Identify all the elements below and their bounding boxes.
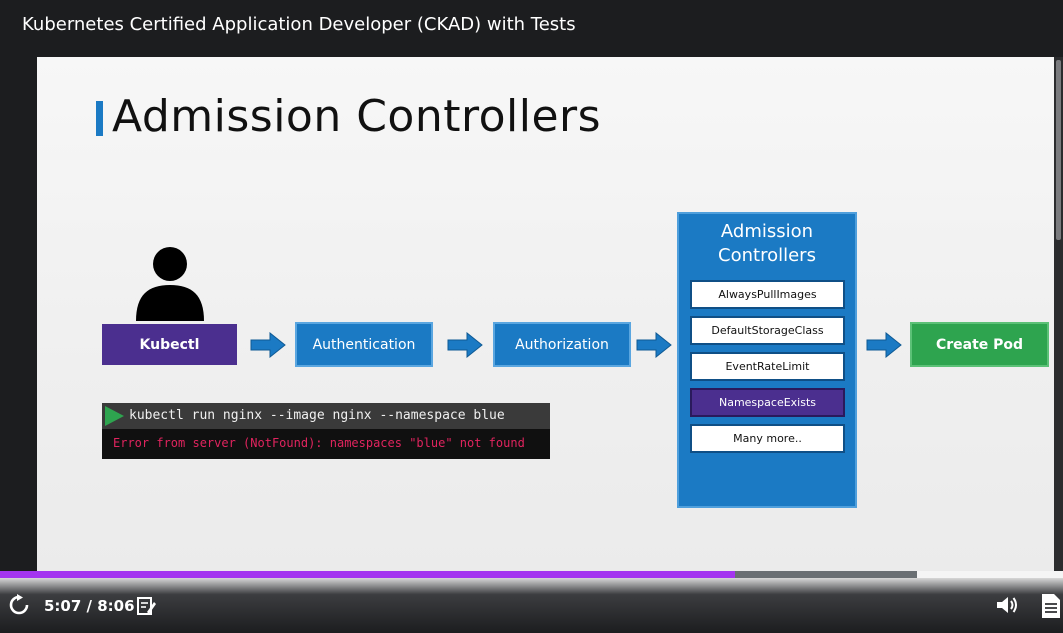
admission-panel-title: Admission Controllers bbox=[718, 221, 816, 266]
notes-icon[interactable] bbox=[137, 596, 157, 616]
player-controls: 5:07 / 8:06 bbox=[0, 578, 1063, 633]
arrow-right-icon bbox=[866, 332, 902, 358]
scrollbar-thumb[interactable] bbox=[1056, 60, 1061, 240]
progress-played bbox=[0, 571, 735, 578]
video-letterbox-left bbox=[0, 57, 37, 572]
slide-title: Admission Controllers bbox=[112, 91, 602, 142]
controller-item-many-more: Many more.. bbox=[690, 424, 845, 453]
arrow-right-icon bbox=[250, 332, 286, 358]
title-accent-bar bbox=[96, 101, 103, 136]
kubectl-box: Kubectl bbox=[102, 324, 237, 365]
video-slide[interactable]: Admission Controllers Kubectl Authentica… bbox=[37, 57, 1054, 572]
prompt-play-icon bbox=[105, 406, 124, 426]
transcript-icon[interactable] bbox=[1041, 593, 1061, 619]
scrollbar[interactable] bbox=[1054, 57, 1063, 572]
controller-item-alwayspullimages: AlwaysPullImages bbox=[690, 280, 845, 309]
person-icon bbox=[136, 247, 204, 321]
terminal-command: kubectl run nginx --image nginx --namesp… bbox=[129, 408, 505, 423]
replay-icon[interactable] bbox=[8, 594, 30, 616]
authorization-box: Authorization bbox=[493, 322, 631, 367]
volume-icon[interactable] bbox=[995, 594, 1019, 616]
terminal-output: kubectl run nginx --image nginx --namesp… bbox=[102, 403, 550, 459]
authentication-box: Authentication bbox=[295, 322, 433, 367]
arrow-right-icon bbox=[636, 332, 672, 358]
admission-controllers-panel: Admission Controllers AlwaysPullImages D… bbox=[677, 212, 857, 508]
terminal-command-row: kubectl run nginx --image nginx --namesp… bbox=[102, 403, 550, 429]
course-title: Kubernetes Certified Application Develop… bbox=[22, 14, 576, 35]
controller-item-defaultstorageclass: DefaultStorageClass bbox=[690, 316, 845, 345]
arrow-right-icon bbox=[447, 332, 483, 358]
progress-bar[interactable] bbox=[0, 571, 1063, 578]
controller-item-eventratelimit: EventRateLimit bbox=[690, 352, 845, 381]
terminal-error: Error from server (NotFound): namespaces… bbox=[113, 436, 525, 450]
time-display: 5:07 / 8:06 bbox=[44, 597, 135, 615]
course-header: Kubernetes Certified Application Develop… bbox=[0, 0, 1063, 57]
controller-item-namespaceexists: NamespaceExists bbox=[690, 388, 845, 417]
create-pod-box: Create Pod bbox=[910, 322, 1049, 367]
